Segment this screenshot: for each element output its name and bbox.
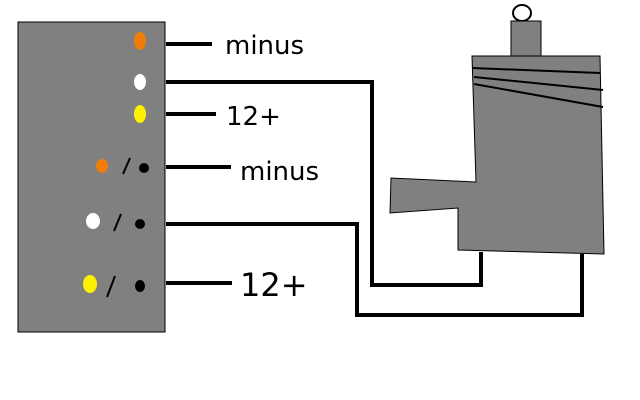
part-body [389, 55, 605, 255]
white-dot-2 [86, 213, 100, 229]
motor-part [389, 4, 605, 255]
label-minus-2: minus [240, 157, 319, 187]
slash-2 [113, 213, 122, 232]
label-minus-1: minus [225, 31, 304, 61]
part-top-knob [512, 4, 532, 22]
part-neck [510, 20, 542, 58]
black-dot-1 [139, 163, 149, 173]
label-12plus-1: 12+ [226, 102, 281, 132]
white-dot-1 [134, 74, 146, 90]
wire-white-to-part [166, 80, 483, 287]
black-dot-2 [135, 219, 145, 229]
slash-3 [106, 275, 116, 298]
part-ridge-1 [471, 67, 601, 74]
slash-1 [122, 157, 131, 175]
yellow-dot-2 [83, 275, 97, 293]
yellow-dot-1 [134, 105, 146, 123]
orange-dot-2 [96, 159, 108, 173]
black-dot-3 [135, 280, 145, 292]
orange-dot-1 [134, 32, 146, 50]
wire-black-to-part [166, 222, 584, 317]
part-ridge-3 [473, 83, 604, 108]
label-12plus-2: 12+ [240, 266, 308, 304]
part-ridge-2 [473, 76, 604, 91]
